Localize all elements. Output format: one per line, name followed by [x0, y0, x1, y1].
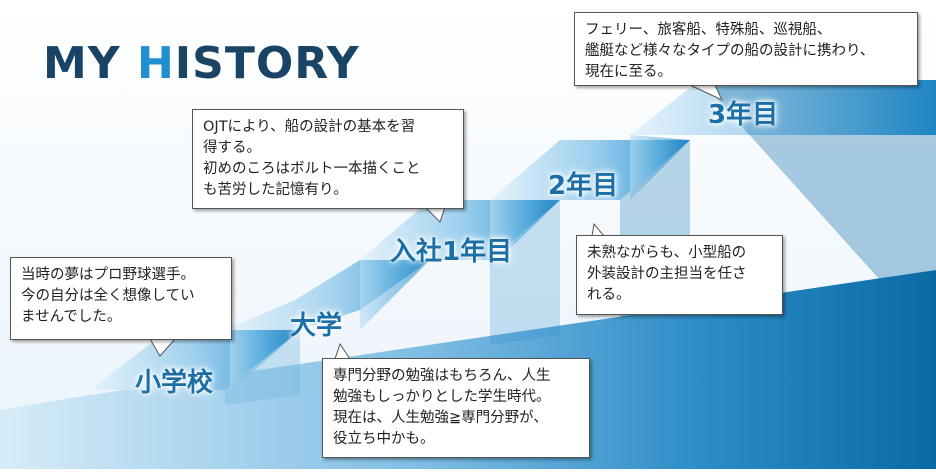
callout-line: 初めのころはボルト一本描くこと — [203, 161, 421, 177]
title-accent: H — [136, 38, 175, 89]
step-label-first-year: 入社1年目 — [390, 237, 513, 267]
callout-line: 未熟ながらも、小型船の — [587, 245, 747, 261]
callout-university: 専門分野の勉強はもちろん、人生 勉強もしっかりとした学生時代。 現在は、人生勉強… — [322, 358, 590, 458]
step-label-third-year: 3年目 — [708, 100, 779, 130]
callout-second-year: 未熟ながらも、小型船の 外装設計の主担当を任さ れる。 — [576, 235, 783, 315]
callout-line: 勉強もしっかりとした学生時代。 — [333, 389, 551, 405]
callout-line: 専門分野の勉強はもちろん、人生 — [333, 368, 551, 384]
callout-line: フェリー、旅客船、特殊船、巡視船、 — [585, 22, 832, 38]
page-title: MY HISTORY — [43, 38, 360, 89]
title-main: MY — [43, 38, 137, 89]
callout-line: 当時の夢はプロ野球選手。 — [21, 267, 195, 283]
callout-line: れる。 — [587, 287, 631, 303]
callout-third-year: フェリー、旅客船、特殊船、巡視船、 艦艇など様々なタイプの船の設計に携わり、 現… — [574, 12, 918, 86]
callout-line: 現在に至る。 — [585, 64, 672, 80]
callout-line: 役立ち中かも。 — [333, 431, 435, 447]
callout-first-year: OJTにより、船の設計の基本を習 得する。 初めのころはボルト一本描くこと も苦… — [192, 109, 464, 209]
callout-line: OJTにより、船の設計の基本を習 — [203, 119, 416, 135]
callout-line: 得する。 — [203, 140, 261, 156]
callout-elementary: 当時の夢はプロ野球選手。 今の自分は全く想像してい ませんでした。 — [10, 257, 232, 340]
callout-line: も苦労した記憶有り。 — [203, 182, 348, 198]
callout-line: 艦艇など様々なタイプの船の設計に携わり、 — [585, 43, 875, 59]
step-label-second-year: 2年目 — [548, 171, 619, 201]
callout-line: 現在は、人生勉強≧専門分野が、 — [333, 410, 548, 426]
step-label-university: 大学 — [290, 311, 343, 341]
step-label-elementary: 小学校 — [135, 368, 214, 398]
callout-line: ませんでした。 — [21, 309, 122, 325]
title-rest: ISTORY — [174, 38, 360, 89]
callout-line: 今の自分は全く想像してい — [21, 288, 195, 304]
step-tread-5 — [630, 80, 936, 135]
callout-line: 外装設計の主担当を任さ — [587, 266, 747, 282]
